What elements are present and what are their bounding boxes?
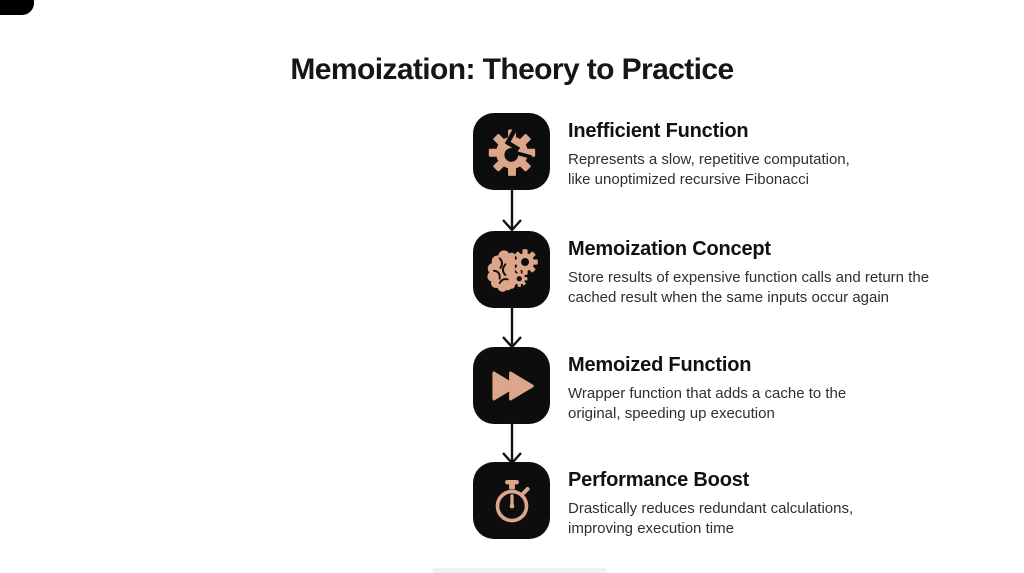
slide-corner-shape <box>0 0 34 15</box>
step-title: Inefficient Function <box>568 120 749 142</box>
bottom-watermark-remnant <box>432 568 607 573</box>
arrow-down-icon <box>502 306 522 349</box>
step-title: Memoized Function <box>568 354 752 376</box>
broken-gear-icon <box>473 113 550 190</box>
page-title: Memoization: Theory to Practice <box>290 53 734 87</box>
step-description: Wrapper function that adds a cache to th… <box>568 385 847 422</box>
step-description: Drastically reduces redundant calculatio… <box>568 500 854 537</box>
step-title: Memoization Concept <box>568 238 771 260</box>
arrow-down-icon <box>502 422 522 465</box>
step-description: Represents a slow, repetitive computatio… <box>568 151 850 188</box>
step-title: Performance Boost <box>568 469 750 491</box>
arrow-down-icon <box>502 189 522 232</box>
brain-gears-icon <box>473 231 550 308</box>
stopwatch-icon <box>473 462 550 539</box>
fast-forward-icon <box>473 347 550 424</box>
step-description: Store results of expensive function call… <box>568 269 930 306</box>
